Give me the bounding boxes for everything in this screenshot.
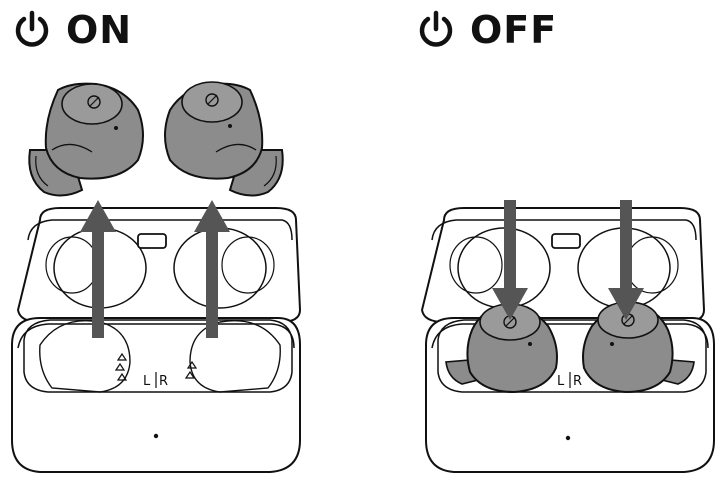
- title-on: ON: [12, 10, 132, 50]
- case-mark-right: R: [159, 374, 168, 389]
- arrow-up-icon: [80, 200, 116, 338]
- case-led: [565, 435, 571, 441]
- earbud-logo-icon: [205, 93, 219, 107]
- power-icon: [419, 10, 453, 47]
- earbud-right-on: [164, 81, 284, 197]
- power-icon: [15, 10, 49, 47]
- on-label: ON: [66, 8, 133, 52]
- case-lid-off: [420, 207, 706, 323]
- case-led: [153, 433, 159, 439]
- earbud-right-off: [582, 301, 695, 394]
- case-lid-on: [16, 207, 302, 323]
- case-on: L R: [11, 207, 302, 473]
- arrow-down-icon: [608, 200, 644, 320]
- earbud-left-on: [28, 82, 144, 197]
- case-mark-right: R: [573, 374, 582, 389]
- earbud-left-off: [445, 303, 558, 394]
- off-label: OFF: [470, 8, 558, 52]
- case-mark-left: L: [143, 374, 151, 389]
- case-base-on: [11, 317, 301, 473]
- arrow-down-icon: [492, 200, 528, 320]
- case-mark-left: L: [557, 374, 565, 389]
- title-off: OFF: [416, 10, 557, 50]
- earbud-logo-icon: [87, 95, 101, 109]
- arrow-up-icon: [194, 200, 230, 338]
